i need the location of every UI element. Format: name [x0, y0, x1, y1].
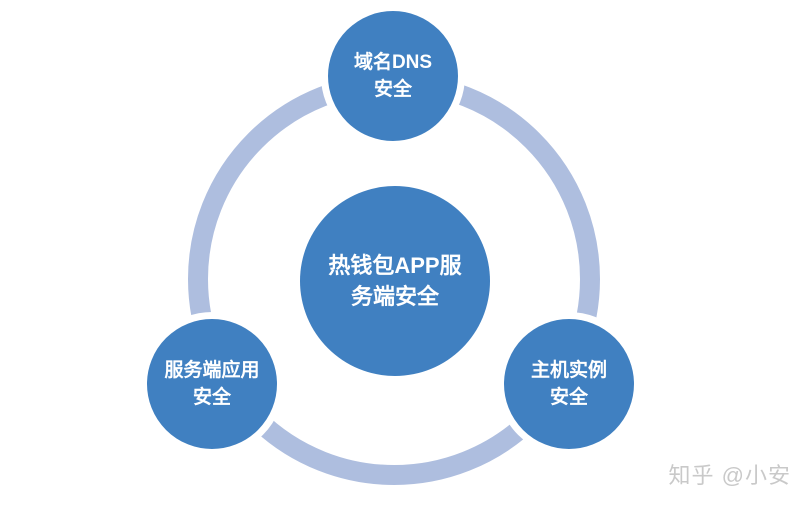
node-label-line2: 安全 — [373, 79, 412, 100]
node-hot-wallet-app-server-security: 热钱包APP服 务端安全 — [300, 186, 490, 376]
node-label: 热钱包APP服 务端安全 — [328, 250, 461, 312]
node-label-line1: 热钱包APP服 — [328, 253, 462, 278]
node-server-application-security: 服务端应用 安全 — [140, 312, 284, 456]
node-label: 服务端应用 安全 — [164, 357, 259, 411]
node-domain-dns-security: 域名DNS 安全 — [321, 4, 465, 148]
zhihu-watermark: 知乎 @小安 — [668, 463, 791, 488]
node-label-line2: 安全 — [549, 387, 588, 408]
node-label: 主机实例 安全 — [531, 357, 607, 411]
node-label-line2: 安全 — [192, 387, 231, 408]
node-label-line2: 务端安全 — [350, 284, 439, 309]
node-label-line1: 域名DNS — [353, 52, 433, 73]
node-label-line1: 主机实例 — [530, 360, 607, 381]
node-label: 域名DNS 安全 — [354, 49, 432, 103]
node-label-line1: 服务端应用 — [164, 360, 260, 381]
node-host-instance-security: 主机实例 安全 — [497, 312, 641, 456]
